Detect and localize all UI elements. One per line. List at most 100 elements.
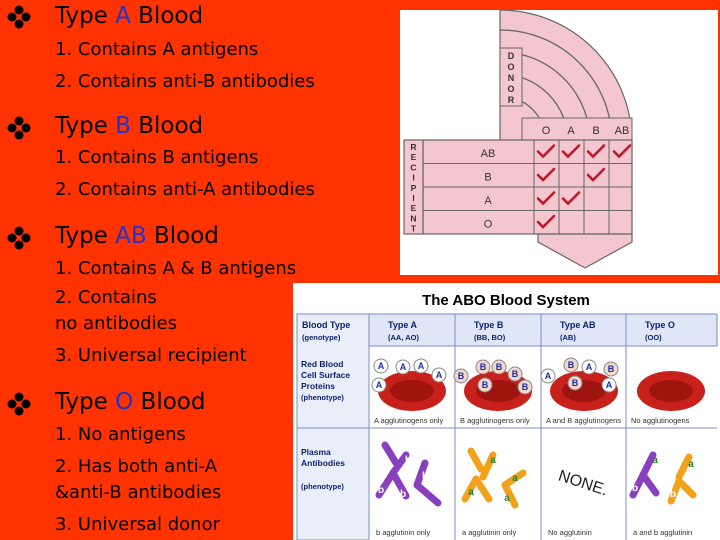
- plasma-phenotype-label: (phenotype): [301, 482, 344, 491]
- check-mark-icon: [586, 167, 606, 182]
- type-header-0: Type A: [388, 320, 418, 330]
- svg-text:a: a: [688, 459, 694, 470]
- svg-text:a: a: [490, 455, 496, 466]
- abo-blood-system-table: The ABO Blood System Blood Type (genotyp…: [293, 283, 720, 540]
- donor-letter: O: [507, 62, 514, 72]
- abo-table-title: The ABO Blood System: [422, 292, 590, 309]
- donor-letter: N: [508, 73, 515, 83]
- diamond-bullet-icon: [7, 116, 31, 140]
- recipient-letter: C: [410, 162, 416, 172]
- donor-type-a: A: [567, 125, 575, 137]
- svg-text:A: A: [606, 380, 613, 390]
- recipient-letter: I: [412, 173, 414, 183]
- type-header-3: Type O: [645, 320, 675, 330]
- donor-label-box: [499, 47, 523, 107]
- svg-text:B: B: [568, 360, 575, 370]
- type-ab-line-3: no antibodies: [55, 313, 177, 334]
- type-a-line-1: 1. Contains A antigens: [55, 39, 259, 60]
- recipient-letter: N: [410, 213, 416, 223]
- rbc-type-b: B B B B B B: [453, 359, 533, 411]
- svg-text:a: a: [652, 455, 658, 466]
- genotype-header: (genotype): [302, 333, 341, 342]
- plasma-label-1: Plasma: [301, 447, 331, 457]
- diamond-bullet-icon: [7, 5, 31, 29]
- svg-text:b: b: [405, 455, 411, 466]
- recipient-type-b: B: [484, 172, 491, 184]
- svg-text:a: a: [504, 493, 510, 504]
- type-o-line-2: 2. Has both anti-A: [55, 456, 218, 477]
- svg-text:B: B: [482, 380, 489, 390]
- recipient-letter: T: [411, 224, 417, 234]
- type-a-heading: Type A Blood: [55, 3, 204, 29]
- rbc-label-2: Cell Surface: [301, 370, 350, 380]
- check-mark-icon: [536, 191, 556, 206]
- donor-letter: D: [508, 51, 515, 61]
- svg-text:A: A: [586, 362, 593, 372]
- svg-text:B: B: [496, 362, 503, 372]
- type-header-2: Type AB: [560, 320, 596, 330]
- check-mark-icon: [536, 167, 556, 182]
- svg-text:A: A: [418, 361, 425, 371]
- down-arrow-icon: [537, 233, 633, 269]
- donor-type-b: B: [592, 125, 599, 137]
- svg-text:B: B: [480, 362, 487, 372]
- svg-text:b: b: [632, 483, 638, 494]
- svg-text:B: B: [608, 364, 615, 374]
- check-mark-icon: [561, 191, 581, 206]
- recipient-label-box: [403, 139, 424, 235]
- svg-text:B: B: [512, 369, 519, 379]
- donor-type-ab: AB: [615, 125, 630, 137]
- diamond-bullet-icon: [7, 392, 31, 416]
- type-ab-heading: Type AB Blood: [55, 223, 219, 249]
- recipient-letter: E: [411, 152, 417, 162]
- svg-text:A: A: [436, 370, 443, 380]
- donor-letter: O: [507, 84, 514, 94]
- rbc-label-3: Proteins: [301, 381, 335, 391]
- svg-text:A: A: [400, 362, 407, 372]
- type-ab-line-1: 1. Contains A & B antigens: [55, 258, 297, 279]
- blood-type-header: Blood Type: [302, 320, 350, 330]
- svg-text:B: B: [572, 378, 579, 388]
- recipient-letter: P: [411, 183, 417, 193]
- svg-text:b: b: [378, 485, 384, 496]
- none-label: NONE.: [556, 468, 609, 500]
- rbc-phenotype-label: (phenotype): [301, 393, 344, 402]
- diamond-bullet-icon: [7, 226, 31, 250]
- rbc-label-1: Red Blood: [301, 359, 344, 369]
- genotype-1: (BB, BO): [474, 333, 506, 342]
- plasma-caption-3: a and b agglutinin: [633, 528, 692, 537]
- genotype-0: (AA, AO): [388, 333, 419, 342]
- type-o-line-4: 3. Universal donor: [55, 514, 220, 535]
- check-mark-icon: [586, 144, 606, 159]
- grid-lines: [423, 140, 632, 234]
- check-mark-icon: [536, 144, 556, 159]
- genotype-3: (OO): [645, 333, 662, 342]
- recipient-letter: R: [410, 142, 416, 152]
- rbc-type-a: A A A A A: [371, 358, 447, 411]
- recipient-type-o: O: [484, 219, 493, 231]
- rbc-caption-1: B agglutinogens only: [460, 416, 530, 425]
- type-b-line-2: 2. Contains anti-A antibodies: [55, 179, 315, 200]
- type-b-line-1: 1. Contains B antigens: [55, 147, 259, 168]
- check-mark-icon: [561, 144, 581, 159]
- svg-text:B: B: [458, 371, 465, 381]
- rbc-type-ab: A B A B A B: [540, 357, 619, 411]
- recipient-type-ab: AB: [481, 148, 496, 160]
- type-b-heading: Type B Blood: [55, 113, 204, 139]
- check-mark-icon: [612, 144, 632, 159]
- type-o-line-1: 1. No antigens: [55, 424, 186, 445]
- rbc-caption-3: No agglutinogens: [631, 416, 690, 425]
- svg-text:A: A: [378, 361, 385, 371]
- type-o-heading: Type O Blood: [55, 389, 206, 415]
- svg-text:A: A: [376, 380, 383, 390]
- plasma-caption-2: No agglutinin: [548, 528, 592, 537]
- check-mark-icon: [536, 214, 556, 229]
- svg-text:b: b: [670, 489, 676, 500]
- type-o-line-3: &anti-B antibodies: [55, 482, 222, 503]
- svg-text:b: b: [422, 471, 428, 482]
- rbc-caption-2: A and B agglutinogens: [546, 416, 621, 425]
